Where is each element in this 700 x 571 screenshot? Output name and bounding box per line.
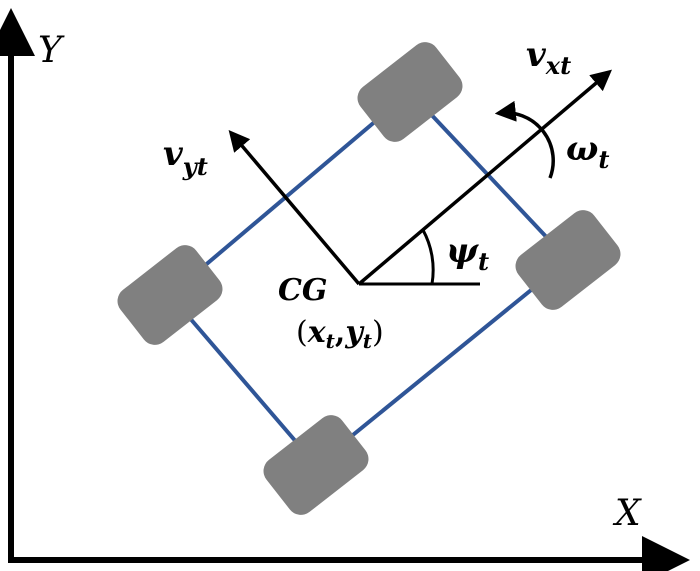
cg-label: CG xyxy=(278,273,328,308)
yaw-rate-arrow xyxy=(494,100,555,179)
vxt-label: vxt xyxy=(526,35,571,80)
heading-angle-label: ψt xyxy=(446,231,489,276)
yaw-rate-label: ωt xyxy=(566,129,609,174)
y-axis-label: Y xyxy=(38,30,65,71)
vyt-label: vyt xyxy=(163,134,208,181)
vehicle-frame xyxy=(168,90,570,467)
x-axis-label: X xyxy=(612,493,642,534)
vyt-arrow xyxy=(228,129,361,286)
wheel-front-right xyxy=(515,210,621,310)
wheel-rear-left xyxy=(117,245,223,345)
vxt-arrow xyxy=(357,69,613,286)
cg-position-label: (xt,yt) xyxy=(296,315,384,353)
heading-angle-arc xyxy=(421,229,435,285)
wheel-front-left xyxy=(357,42,463,142)
wheel-rear-right xyxy=(263,415,369,515)
